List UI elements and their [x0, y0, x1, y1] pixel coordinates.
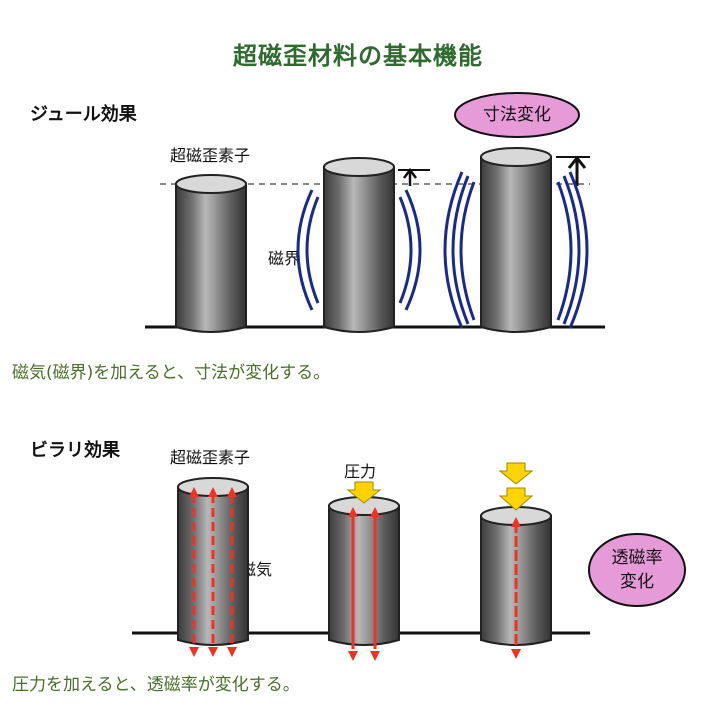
- pressure-arrow-2b: [498, 487, 534, 511]
- villari-element-label: 超磁歪素子: [170, 448, 251, 467]
- magnetic-field-lines-2: [443, 171, 589, 329]
- dimension-change-badge: [454, 92, 580, 138]
- villari-cylinder-pressed: [328, 496, 400, 646]
- joule-element-label: 超磁歪素子: [170, 146, 251, 165]
- villari-effect-label: ビラリ効果: [30, 440, 120, 461]
- permeability-text-line1: 透磁率: [611, 548, 663, 568]
- flux-arrows-pressed: [348, 507, 380, 661]
- pressure-label: 圧力: [344, 462, 377, 481]
- joule-cylinder-elongated: [323, 157, 395, 333]
- joule-elongation-arrow-large: [556, 155, 590, 186]
- permeability-change-badge: [588, 533, 686, 607]
- page-title: 超磁歪材料の基本機能: [233, 42, 483, 70]
- magnetic-field-label: 磁界: [268, 249, 301, 268]
- permeability-text-line2: 変化: [620, 572, 654, 592]
- joule-cylinder-rest: [175, 174, 247, 333]
- pressure-arrow-2a: [498, 462, 534, 485]
- joule-effect-label: ジュール効果: [30, 104, 137, 125]
- flux-arrows-free: [189, 487, 237, 657]
- villari-caption: 圧力を加えると、透磁率が変化する。: [12, 675, 300, 695]
- villari-cylinder-free: [177, 477, 249, 646]
- pressure-arrow-1: [346, 481, 382, 504]
- dimension-change-text: 寸法変化: [483, 105, 551, 125]
- magnetic-field-lines-1: [296, 189, 422, 311]
- joule-cylinder-max-elongated: [480, 147, 552, 333]
- joule-elongation-arrow-small: [398, 167, 430, 186]
- joule-caption: 磁気(磁界)を加えると、寸法が変化する。: [12, 363, 331, 383]
